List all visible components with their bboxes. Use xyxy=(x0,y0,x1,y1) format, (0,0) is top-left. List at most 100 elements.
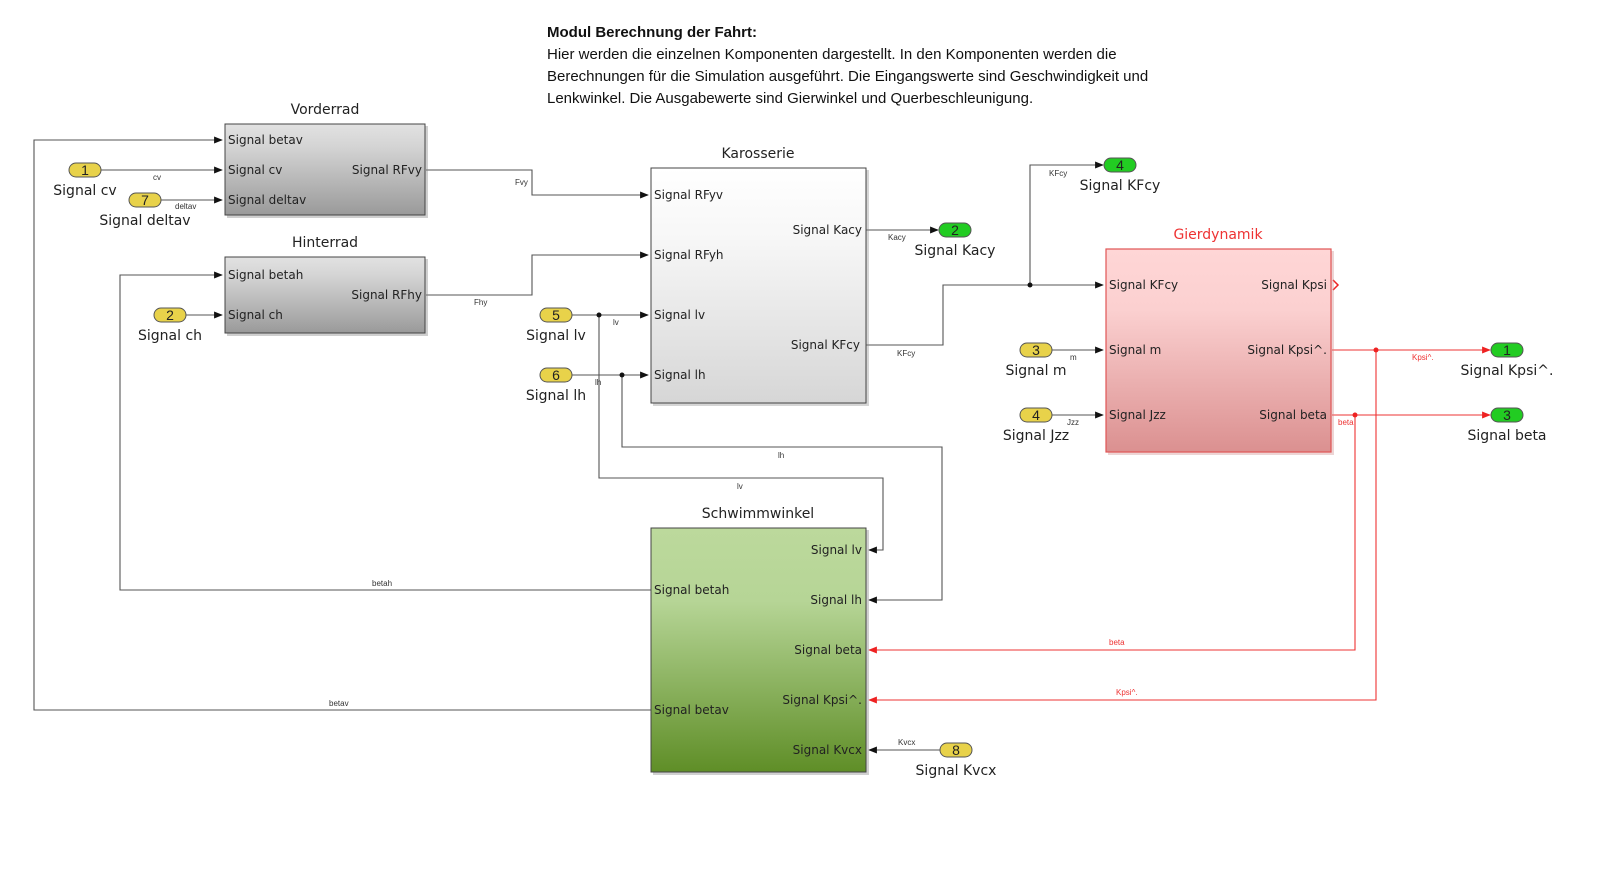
inport-body xyxy=(128,192,162,208)
annotation-title: Modul Berechnung der Fahrt: xyxy=(547,24,757,41)
output-port-label: Signal betav xyxy=(654,703,729,717)
block-hinterrad[interactable]: Hinterrad Signal betah Signal ch Signal … xyxy=(224,235,428,336)
output-port-label: Signal beta xyxy=(1259,408,1327,422)
inport-body xyxy=(539,307,573,323)
signal-line-lv-branch[interactable] xyxy=(598,315,884,554)
inport-label: Signal lv xyxy=(526,328,586,344)
inport-body xyxy=(1019,407,1053,423)
block-body xyxy=(1105,248,1332,453)
signal-line-fvy[interactable] xyxy=(426,169,649,199)
signal-line-betav[interactable] xyxy=(33,136,651,711)
highlighted-signal-lines xyxy=(868,346,1491,704)
output-port-label: Signal Kpsi^. xyxy=(1247,343,1327,357)
signal-label-fvy: Fvy xyxy=(515,178,528,187)
outport-body xyxy=(938,222,972,238)
output-port-label: Signal RFvy xyxy=(352,163,422,177)
outport-kacy[interactable]: 2 Signal Kacy xyxy=(915,222,996,259)
signal-label-lv-branch: lv xyxy=(737,482,743,491)
signal-label-jzz: Jzz xyxy=(1067,418,1079,427)
annotation-line: Hier werden die einzelnen Komponenten da… xyxy=(547,46,1117,63)
input-port-label: Signal cv xyxy=(228,163,282,177)
signal-label-deltav: deltav xyxy=(175,202,196,211)
outport-kpsi-dot[interactable]: 1 Signal Kpsi^. xyxy=(1461,342,1554,379)
output-port-label: Signal KFcy xyxy=(791,338,860,352)
inport-kvcx[interactable]: 8 Signal Kvcx xyxy=(916,742,997,779)
outport-number: 3 xyxy=(1503,407,1511,423)
input-port-label: Signal beta xyxy=(794,643,862,657)
signal-line-betah[interactable] xyxy=(119,271,651,591)
signal-line-kfcy[interactable] xyxy=(866,281,1104,346)
branch-point xyxy=(619,372,625,378)
inport-number: 5 xyxy=(552,307,560,323)
inport-label: Signal deltav xyxy=(99,213,190,229)
signal-label-lv: lv xyxy=(613,318,619,327)
inport-body xyxy=(539,367,573,383)
input-port-label: Signal lv xyxy=(811,543,862,557)
inport-body xyxy=(1019,342,1053,358)
outport-body xyxy=(1490,407,1524,423)
block-title: Gierdynamik xyxy=(1173,227,1263,243)
signal-label-kfcy-top: KFcy xyxy=(1049,169,1067,178)
signal-line-lh-branch[interactable] xyxy=(621,375,943,604)
outport-kfcy[interactable]: 4 Signal KFcy xyxy=(1080,157,1161,194)
signal-label-betah: betah xyxy=(372,579,392,588)
signal-line-fhy[interactable] xyxy=(426,251,649,296)
outport-label: Signal beta xyxy=(1467,428,1546,444)
block-title: Schwimmwinkel xyxy=(702,506,814,522)
block-schwimmwinkel[interactable]: Schwimmwinkel Signal lv Signal lh Signal… xyxy=(650,506,869,775)
inport-cv[interactable]: 1 Signal cv xyxy=(53,162,116,199)
block-vorderrad[interactable]: Vorderrad Signal betav Signal cv Signal … xyxy=(224,102,428,218)
signal-label-beta: beta xyxy=(1338,418,1354,427)
model-annotation: Modul Berechnung der Fahrt: Hier werden … xyxy=(547,22,1247,110)
output-port-label: Signal Kpsi xyxy=(1261,278,1327,292)
output-port-label: Signal Kacy xyxy=(793,223,862,237)
signal-line-kpsi-feedback[interactable] xyxy=(868,350,1377,704)
outport-body xyxy=(1103,157,1137,173)
signal-line-kfcy-branch[interactable] xyxy=(1029,161,1104,285)
inport-m[interactable]: 3 Signal m xyxy=(1005,342,1066,379)
outport-number: 2 xyxy=(951,222,959,238)
branch-points xyxy=(596,282,1033,378)
input-port-label: Signal betav xyxy=(228,133,303,147)
signal-label-kpsi-feedback: Kpsi^. xyxy=(1116,688,1138,697)
branch-point xyxy=(1373,347,1379,353)
input-port-label: Signal ch xyxy=(228,308,283,322)
signal-label-kacy: Kacy xyxy=(888,233,906,242)
signal-labels: cv deltav Fvy Fhy lv lh lh lv Kacy KFcy … xyxy=(153,169,1434,747)
inport-ch[interactable]: 2 Signal ch xyxy=(138,307,202,344)
branch-point xyxy=(1027,282,1033,288)
outport-number: 1 xyxy=(1503,342,1511,358)
signal-label-m: m xyxy=(1070,353,1077,362)
inport-body xyxy=(939,742,973,758)
inport-lv[interactable]: 5 Signal lv xyxy=(526,307,586,344)
signal-label-kvcx: Kvcx xyxy=(898,738,915,747)
block-title: Karosserie xyxy=(722,146,795,162)
annotation-line: Berechnungen für die Simulation ausgefüh… xyxy=(547,68,1149,85)
output-port-label: Signal RFhy xyxy=(351,288,422,302)
input-port-label: Signal RFyh xyxy=(654,248,724,262)
inport-label: Signal cv xyxy=(53,183,116,199)
input-port-label: Signal RFyv xyxy=(654,188,723,202)
block-body xyxy=(650,527,867,773)
inport-label: Signal ch xyxy=(138,328,202,344)
red-branch-points xyxy=(1352,347,1379,418)
signal-label-kfcy: KFcy xyxy=(897,349,915,358)
outport-beta[interactable]: 3 Signal beta xyxy=(1467,407,1546,444)
input-port-label: Signal lv xyxy=(654,308,705,322)
inport-number: 8 xyxy=(952,742,960,758)
inport-number: 7 xyxy=(141,192,149,208)
input-port-label: Signal deltav xyxy=(228,193,306,207)
outport-label: Signal Kacy xyxy=(915,243,996,259)
signal-line-beta-feedback[interactable] xyxy=(868,415,1356,654)
inport-deltav[interactable]: 7 Signal deltav xyxy=(99,192,190,229)
inport-number: 2 xyxy=(166,307,174,323)
input-port-label: Signal lh xyxy=(810,593,862,607)
block-gierdynamik[interactable]: Gierdynamik Signal KFcy Signal m Signal … xyxy=(1105,227,1334,455)
outport-label: Signal KFcy xyxy=(1080,178,1161,194)
outport-label: Signal Kpsi^. xyxy=(1461,363,1554,379)
block-karosserie[interactable]: Karosserie Signal RFyv Signal RFyh Signa… xyxy=(650,146,869,406)
block-body xyxy=(650,167,867,404)
inport-lh[interactable]: 6 Signal lh xyxy=(526,367,586,404)
inport-jzz[interactable]: 4 Signal Jzz xyxy=(1003,407,1069,444)
